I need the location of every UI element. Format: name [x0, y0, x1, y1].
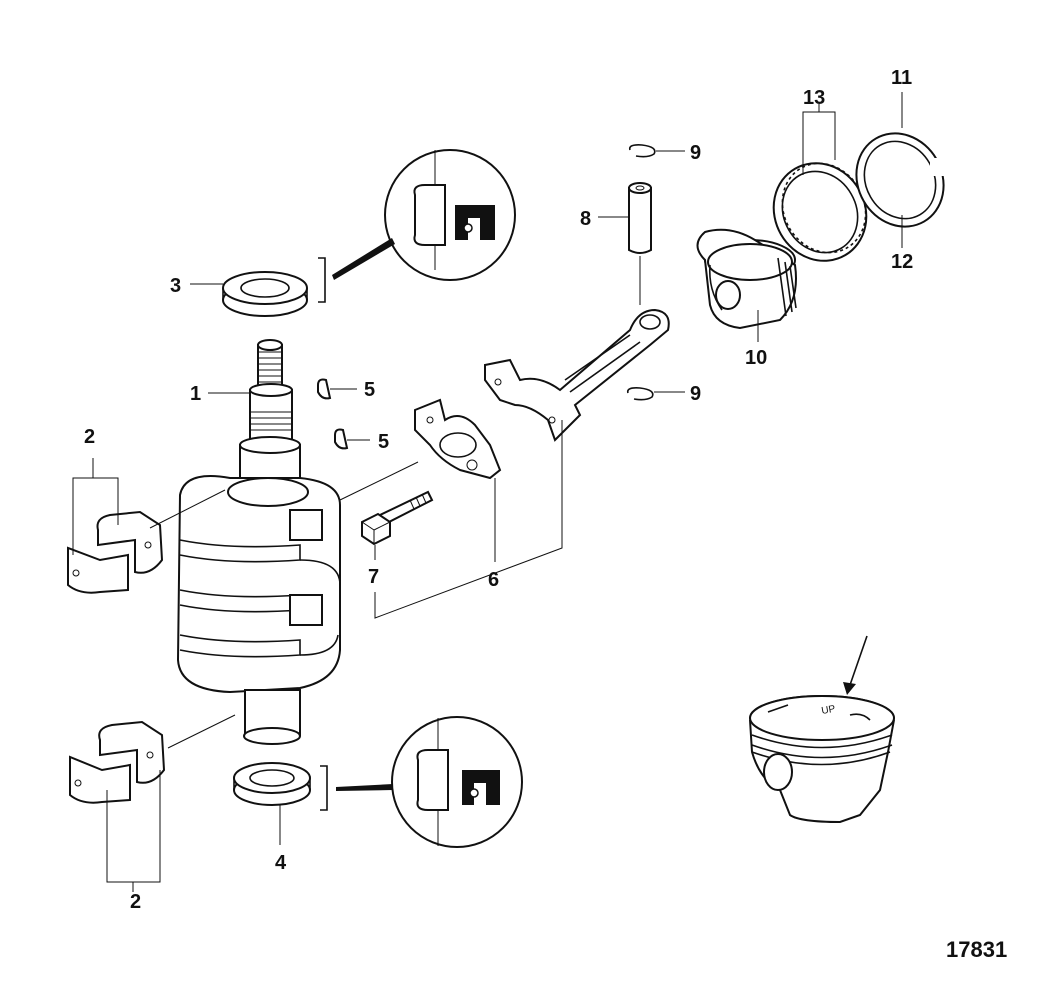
- callout-1: 1: [190, 383, 201, 405]
- callout-6: 6: [488, 569, 499, 591]
- callout-13: 13: [803, 87, 825, 109]
- callout-labels: 1 2 2 3 4 5 5 6 7 8 9 9 10 11 12 13: [84, 67, 913, 913]
- callout-11: 11: [891, 67, 912, 89]
- woodruff-key-lower: [334, 428, 349, 450]
- callout-10: 10: [745, 347, 767, 369]
- callout-5-lower: 5: [378, 431, 389, 453]
- connecting-rod: [484, 308, 670, 442]
- woodruff-key-upper: [317, 378, 332, 400]
- rod-bolt: [361, 490, 434, 546]
- main-bearing-upper: [67, 510, 164, 594]
- seal-detail-lower: [320, 716, 523, 848]
- main-bearing-lower: [69, 720, 166, 804]
- callout-3: 3: [170, 275, 181, 297]
- figure-number: 17831: [946, 937, 1007, 962]
- callout-9-lower: 9: [690, 383, 701, 405]
- reference-piston: UP: [749, 635, 895, 824]
- callout-12: 12: [891, 251, 913, 273]
- piston-crown-mark: UP: [821, 704, 837, 717]
- callout-5-upper: 5: [364, 379, 375, 401]
- connecting-rod-cap: [414, 398, 502, 480]
- leader-lines: [72, 92, 903, 892]
- callout-2-upper: 2: [84, 426, 95, 448]
- callout-8: 8: [580, 208, 591, 230]
- seal-detail-upper: [318, 149, 516, 303]
- piston: [696, 228, 797, 330]
- callout-9-upper: 9: [690, 142, 701, 164]
- piston-pin-clip-lower: [626, 387, 654, 401]
- callout-7: 7: [368, 566, 379, 588]
- piston-ring-top: [855, 132, 945, 228]
- crankshaft: [176, 339, 341, 745]
- piston-pin-clip-upper: [628, 144, 656, 158]
- piston-pin: [628, 182, 652, 254]
- oil-seal-lower: [233, 762, 311, 806]
- callout-2-lower: 2: [130, 891, 141, 913]
- callout-4: 4: [275, 852, 287, 874]
- oil-seal-upper: [222, 271, 308, 317]
